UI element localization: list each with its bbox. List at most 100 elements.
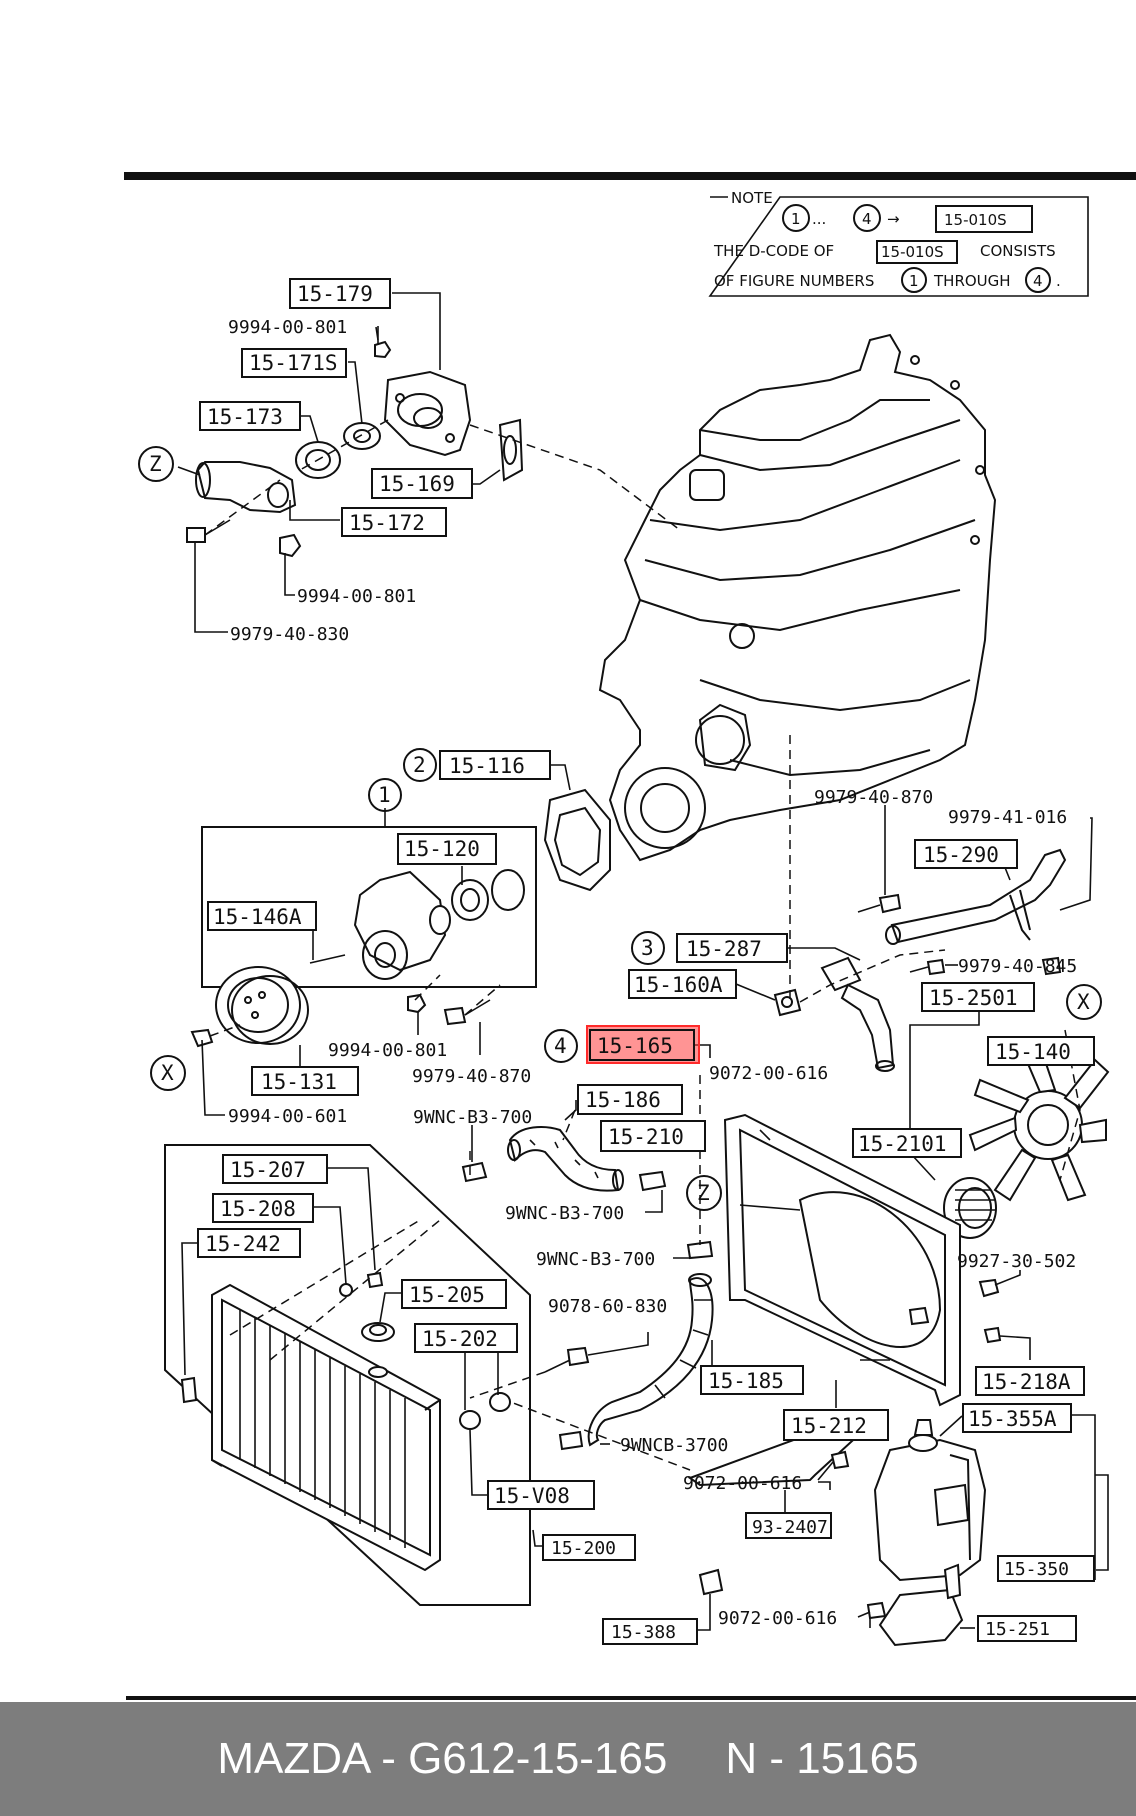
label-15-388: 15-388	[611, 1622, 676, 1643]
label-x-1: X	[161, 1061, 174, 1085]
label-15-355a: 15-355A	[968, 1407, 1057, 1431]
label-z-2: Z	[697, 1181, 710, 1205]
highlight-15-165	[586, 1025, 700, 1064]
label-9wnc-b3-700-b: 9WNC-B3-700	[505, 1203, 624, 1224]
label-9wncb-3700: 9WNCB-3700	[620, 1435, 728, 1456]
label-9979-40-870-b: 9979-40-870	[814, 787, 933, 808]
reserve-tank-cap	[908, 1434, 938, 1452]
label-9wnc-b3-700-c: 9WNC-B3-700	[536, 1249, 655, 1270]
label-15-169: 15-169	[379, 472, 455, 496]
label-15-186: 15-186	[585, 1088, 661, 1112]
label-9wnc-b3-700-a: 9WNC-B3-700	[413, 1107, 532, 1128]
note-line3-prefix: OF FIGURE NUMBERS	[714, 272, 874, 290]
label-15-251: 15-251	[985, 1619, 1050, 1640]
label-15-131: 15-131	[261, 1070, 337, 1094]
note-circle-1b: 1	[909, 272, 919, 290]
label-15-200: 15-200	[551, 1538, 616, 1559]
label-15-140: 15-140	[995, 1040, 1071, 1064]
label-9979-41-016: 9979-41-016	[948, 807, 1067, 828]
leaders-tank	[698, 1414, 1109, 1631]
label-9994-00-801-a: 9994-00-801	[228, 317, 347, 338]
label-15-218a: 15-218A	[982, 1370, 1071, 1394]
note-code-2: 15-010S	[881, 243, 944, 261]
label-15-350: 15-350	[1004, 1559, 1069, 1580]
label-15-173: 15-173	[207, 405, 283, 429]
coolant-reserve-tank	[873, 1438, 987, 1582]
label-9078-60-830: 9078-60-830	[548, 1296, 667, 1317]
part-labels: 15-179 9994-00-801 15-171S 15-173 Z 15-1…	[138, 278, 1102, 1645]
label-93-2407: 93-2407	[752, 1517, 828, 1538]
label-9979-40-870-a: 9979-40-870	[412, 1066, 531, 1087]
lower-radiator-hose	[587, 1277, 714, 1447]
leaders-radiator	[181, 1167, 545, 1547]
label-9994-00-601: 9994-00-601	[228, 1106, 347, 1127]
note-heading: NOTE	[731, 189, 773, 207]
label-circle-2: 2	[413, 753, 426, 777]
label-9927-30-502: 9927-30-502	[957, 1251, 1076, 1272]
label-x-2: X	[1077, 990, 1090, 1014]
note-arrow: →	[887, 210, 900, 228]
footer-bar: MAZDA - G612-15-165 N - 15165	[0, 1702, 1136, 1816]
water-pump-group	[190, 788, 611, 1048]
label-z-1: Z	[149, 452, 162, 476]
radiator-group	[164, 1144, 531, 1606]
label-15-146a: 15-146A	[213, 905, 302, 929]
label-9072-00-616-a: 9072-00-616	[709, 1063, 828, 1084]
note-code-1: 15-010S	[944, 211, 1007, 229]
label-15-120: 15-120	[404, 837, 480, 861]
label-15-290: 15-290	[923, 843, 999, 867]
note-circle-4b: 4	[1033, 272, 1043, 290]
label-9072-00-616-b: 9072-00-616	[683, 1473, 802, 1494]
label-15-116: 15-116	[449, 754, 525, 778]
note-line3-end: .	[1056, 272, 1061, 290]
leaders-pump	[201, 764, 571, 1116]
label-15-2101: 15-2101	[858, 1132, 947, 1156]
label-15-242: 15-242	[205, 1232, 281, 1256]
label-15-210: 15-210	[608, 1125, 684, 1149]
note-dots: ...	[812, 210, 826, 228]
water-pump-assembly-box	[201, 826, 537, 988]
bypass-pipe	[890, 848, 1067, 944]
reserve-tank-group	[698, 1419, 987, 1647]
fan-shroud	[723, 1113, 961, 1408]
label-9994-00-801-b: 9994-00-801	[297, 586, 416, 607]
note-box: NOTE 1 ... 4 → 15-010S THE D-CODE OF 15-…	[708, 189, 1089, 297]
thermostat-group	[186, 340, 681, 558]
label-9072-00-616-c: 9072-00-616	[718, 1608, 837, 1629]
label-15-202: 15-202	[422, 1327, 498, 1351]
thermostat-gasket	[498, 418, 524, 482]
bottom-rule	[126, 1696, 1136, 1700]
top-rule	[124, 172, 1136, 180]
note-line3-mid: THROUGH	[933, 272, 1011, 290]
label-15-205: 15-205	[409, 1283, 485, 1307]
note-circle-1: 1	[791, 210, 801, 228]
label-15-212: 15-212	[791, 1414, 867, 1438]
label-15-207: 15-207	[230, 1158, 306, 1182]
label-15-165: 15-165	[597, 1034, 673, 1058]
note-line2-prefix: THE D-CODE OF	[713, 242, 834, 260]
water-inlet-pipe	[840, 983, 895, 1070]
footer-short-number: N - 15165	[725, 1734, 919, 1783]
note-circle-4: 4	[862, 210, 872, 228]
label-15-160a: 15-160A	[634, 973, 723, 997]
radiator-assembly-box	[164, 1144, 531, 1606]
parts-diagram: NOTE 1 ... 4 → 15-010S THE D-CODE OF 15-…	[124, 172, 1136, 1700]
label-circle-4: 4	[554, 1034, 567, 1058]
hoses	[461, 1075, 877, 1487]
label-9994-00-801-c: 9994-00-801	[328, 1040, 447, 1061]
fan-group	[899, 1029, 1110, 1344]
label-15-v08: 15-V08	[494, 1484, 570, 1508]
label-circle-1: 1	[378, 783, 391, 807]
label-15-185: 15-185	[708, 1369, 784, 1393]
label-15-208: 15-208	[220, 1197, 296, 1221]
label-9979-40-830: 9979-40-830	[230, 624, 349, 645]
engine-block	[598, 333, 997, 862]
label-15-2501: 15-2501	[929, 986, 1018, 1010]
note-line2-suffix: CONSISTS	[980, 242, 1056, 260]
label-15-287: 15-287	[686, 937, 762, 961]
label-15-171s: 15-171S	[249, 351, 338, 375]
label-15-172: 15-172	[349, 511, 425, 535]
label-15-179: 15-179	[297, 282, 373, 306]
label-circle-3: 3	[641, 936, 654, 960]
label-9979-40-845: 9979-40-845	[958, 956, 1077, 977]
